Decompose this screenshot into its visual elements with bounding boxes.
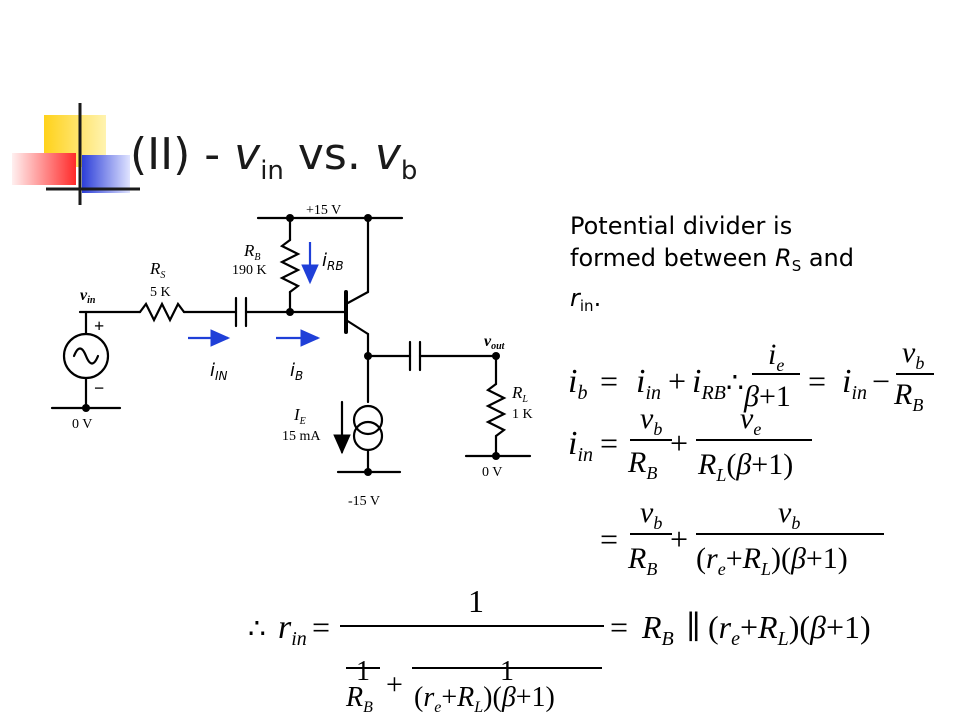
svg-text:iin: iin [636, 363, 661, 404]
svg-text:RB: RB [893, 378, 923, 415]
svg-text:iRB: iRB [692, 363, 726, 404]
svg-text:=: = [600, 521, 618, 557]
equation-4: ∴ rin = 1 1 RB + 1 (re+RL)(β+1) = RB ∥ (… [248, 583, 871, 716]
svg-text:β+1: β+1 [743, 380, 791, 413]
svg-text:=: = [808, 363, 826, 399]
ib-label: iB [290, 360, 303, 383]
svg-text:RB: RB [641, 609, 674, 650]
svg-text:vb: vb [778, 496, 800, 533]
rb-label: RB [243, 241, 261, 263]
svg-text:+: + [670, 521, 688, 557]
rl-resistor [485, 382, 507, 438]
svg-text:+: + [386, 668, 403, 701]
svg-text:(re+RL)(β+1): (re+RL)(β+1) [414, 682, 555, 716]
svg-text:=: = [312, 609, 330, 645]
description-text: Potential divider is formed between RS a… [570, 212, 854, 315]
equation-2: iin = vb RB + ve RL(β+1) [568, 402, 812, 485]
svg-text:rin: rin [278, 609, 307, 650]
vout-label: vout [484, 333, 506, 352]
red-square [12, 153, 76, 185]
irb-label: iRB [322, 250, 344, 273]
svg-text:1: 1 [356, 656, 370, 687]
rs-resistor [138, 301, 186, 323]
sine-icon [72, 347, 100, 365]
svg-text:∴: ∴ [248, 614, 266, 645]
svg-text:∴: ∴ [726, 368, 744, 399]
right-gnd-label: 0 V [482, 465, 502, 480]
rs-label: RS [149, 259, 165, 281]
svg-text:RB: RB [627, 446, 657, 483]
svg-text:iin: iin [842, 363, 867, 404]
rs-value: 5 K [150, 285, 171, 300]
transistor-emitter [344, 318, 370, 336]
blue-square [82, 155, 130, 193]
ie-value: 15 mA [282, 429, 321, 444]
rb-resistor [279, 238, 301, 294]
rb-value: 190 K [232, 263, 267, 278]
slide-title: (II) - vin vs. vb [130, 129, 418, 186]
svg-text:+: + [668, 363, 686, 399]
left-gnd-label: 0 V [72, 417, 92, 432]
svg-text:vb: vb [640, 402, 662, 439]
rl-value: 1 K [512, 407, 533, 422]
ie-label: IE [293, 405, 306, 427]
iin-label: iIN [210, 360, 228, 383]
svg-text:iin: iin [568, 425, 593, 466]
transistor-collector [344, 290, 370, 306]
plus-sign: + [94, 316, 104, 336]
svg-text:+: + [670, 425, 688, 461]
equation-1: ib = iin + iRB ∴ ie β+1 = iin − vb RB [568, 336, 934, 415]
svg-text:(re+RL)(β+1): (re+RL)(β+1) [696, 542, 848, 579]
rl-label: RL [511, 383, 528, 405]
svg-text:=: = [610, 609, 628, 645]
current-source-circle-top [352, 404, 384, 436]
svg-text:1: 1 [468, 583, 484, 619]
equation-3: = vb RB + vb (re+RL)(β+1) [600, 496, 884, 579]
svg-text:RL(β+1): RL(β+1) [697, 448, 793, 485]
svg-text:RB: RB [345, 682, 373, 716]
vin-label: vin [80, 287, 96, 306]
svg-text:ib: ib [568, 363, 587, 404]
svg-text:ie: ie [768, 338, 784, 375]
minus-sign: − [94, 378, 104, 398]
decorative-squares [12, 103, 140, 205]
svg-text:vb: vb [902, 336, 924, 373]
circuit-diagram: +15 V -15 V 0 V 0 V RB 190 K RS 5 K RL 1… [50, 203, 533, 509]
svg-text:1: 1 [500, 656, 514, 687]
svg-text:vb: vb [640, 496, 662, 533]
svg-text:=: = [600, 363, 618, 399]
svg-text:∥: ∥ [686, 609, 701, 645]
svg-text:−: − [872, 363, 890, 399]
svg-text:RB: RB [627, 542, 657, 579]
vee-label: -15 V [348, 494, 380, 509]
svg-text:(re+RL)(β+1): (re+RL)(β+1) [708, 609, 871, 650]
svg-text:=: = [600, 425, 618, 461]
vcc-label: +15 V [306, 203, 341, 218]
